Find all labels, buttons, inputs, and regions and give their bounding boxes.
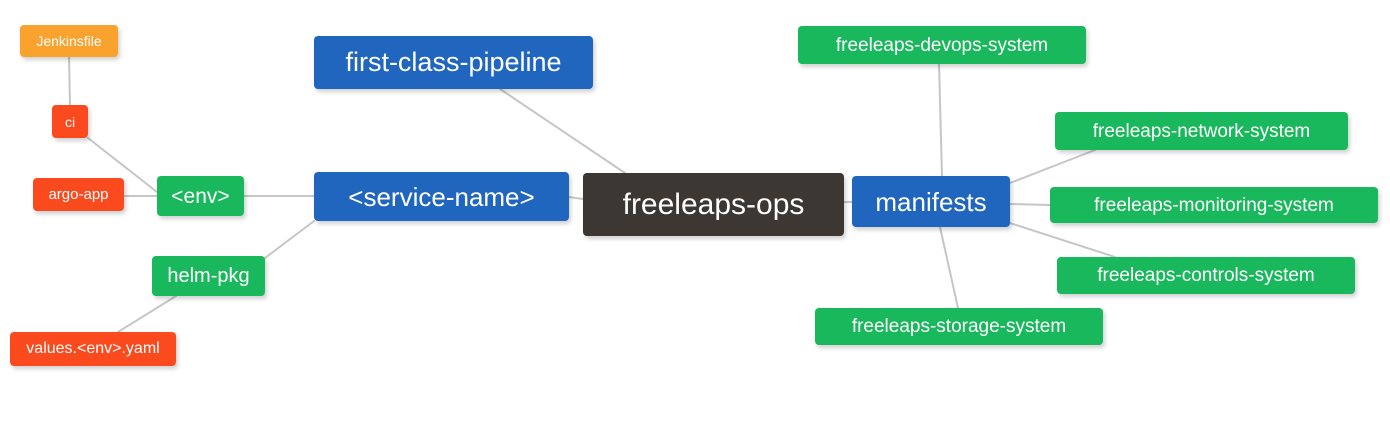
edge-service-name-to-helm-pkg <box>264 220 315 259</box>
node-storage-system[interactable]: freeleaps-storage-system <box>815 308 1103 345</box>
edge-ci-to-env <box>87 137 158 193</box>
node-ci[interactable]: ci <box>52 105 88 138</box>
node-values-env-yaml[interactable]: values.<env>.yaml <box>10 332 176 366</box>
node-devops-system[interactable]: freeleaps-devops-system <box>798 26 1086 64</box>
node-env[interactable]: <env> <box>157 176 244 216</box>
edge-manifests-to-monitoring-system <box>1009 203 1051 206</box>
node-controls-system[interactable]: freeleaps-controls-system <box>1057 257 1355 294</box>
node-argo-app[interactable]: argo-app <box>33 178 124 211</box>
edge-manifests-to-controls-system <box>1009 222 1116 258</box>
edge-jenkinsfile-to-ci <box>68 56 71 106</box>
edge-manifests-to-storage-system <box>939 226 959 309</box>
node-first-class-pipeline[interactable]: first-class-pipeline <box>314 36 593 89</box>
node-manifests[interactable]: manifests <box>852 176 1010 227</box>
edge-service-name-to-freeleaps-ops <box>568 196 584 200</box>
edge-manifests-to-network-system <box>1009 149 1096 184</box>
node-freeleaps-ops[interactable]: freeleaps-ops <box>583 173 844 236</box>
edge-manifests-to-devops-system <box>938 63 943 177</box>
node-service-name[interactable]: <service-name> <box>314 172 569 221</box>
node-jenkinsfile[interactable]: Jenkinsfile <box>20 25 118 57</box>
node-helm-pkg[interactable]: helm-pkg <box>152 256 265 296</box>
edge-helm-pkg-to-values-env-yaml <box>117 295 177 333</box>
node-monitoring-system[interactable]: freeleaps-monitoring-system <box>1050 187 1378 223</box>
edge-first-class-pipeline-to-freeleaps-ops <box>499 88 626 174</box>
node-network-system[interactable]: freeleaps-network-system <box>1055 112 1348 150</box>
